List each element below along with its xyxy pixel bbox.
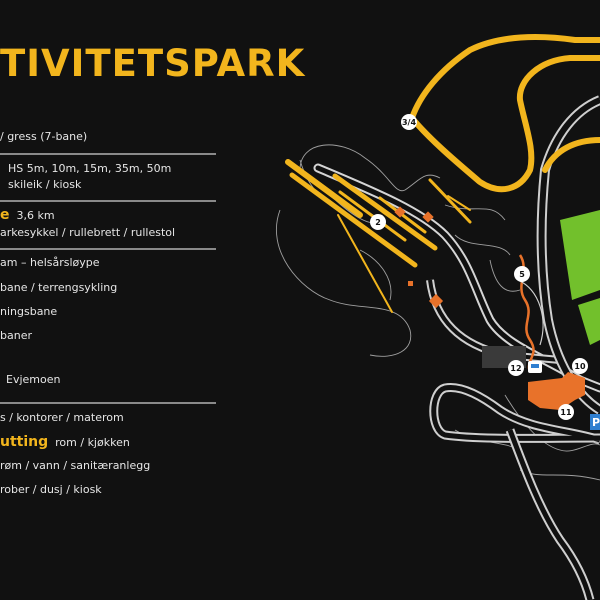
legend-item: røm / vann / sanitæranlegg bbox=[0, 459, 151, 472]
legend-item: utting rom / kjøkken bbox=[0, 434, 130, 450]
marker-10[interactable]: 10 bbox=[572, 358, 588, 374]
marker-5[interactable]: 5 bbox=[514, 266, 530, 282]
legend-item: rober / dusj / kiosk bbox=[0, 483, 102, 496]
marker-12[interactable]: 12 bbox=[508, 360, 524, 376]
bus-icon bbox=[528, 361, 542, 373]
marker-11[interactable]: 11 bbox=[558, 404, 574, 420]
legend-item: HS 5m, 10m, 15m, 35m, 50m bbox=[8, 162, 172, 175]
legend-item: / gress (7-bane) bbox=[0, 130, 88, 143]
legend-item: Evjemoen bbox=[6, 373, 61, 386]
trail-loop bbox=[409, 34, 600, 121]
page-title: TIVITETSPARK bbox=[0, 42, 306, 85]
marker-2[interactable]: 2 bbox=[370, 214, 386, 230]
legend-item: e 3,6 km bbox=[0, 207, 55, 223]
legend-item: skileik / kiosk bbox=[8, 178, 82, 191]
parking-icon[interactable]: P bbox=[590, 414, 600, 430]
divider bbox=[0, 248, 216, 250]
building bbox=[528, 372, 585, 410]
legend-item: bane / terrengsykling bbox=[0, 281, 118, 294]
divider bbox=[0, 402, 216, 404]
legend-item: s / kontorer / materom bbox=[0, 411, 124, 424]
football-field-2 bbox=[578, 298, 600, 345]
ski-jumps bbox=[285, 159, 472, 313]
legend-item: baner bbox=[0, 329, 32, 342]
divider bbox=[0, 153, 216, 155]
marker-3-4[interactable]: 3/4 bbox=[401, 114, 417, 130]
football-field-1 bbox=[560, 210, 600, 300]
legend-item: arkesykkel / rullebrett / rullestol bbox=[0, 226, 176, 239]
orange-markers bbox=[394, 206, 444, 309]
legend-item: ningsbane bbox=[0, 305, 58, 318]
legend-item: am – helsårsløype bbox=[0, 256, 100, 269]
divider bbox=[0, 200, 216, 202]
